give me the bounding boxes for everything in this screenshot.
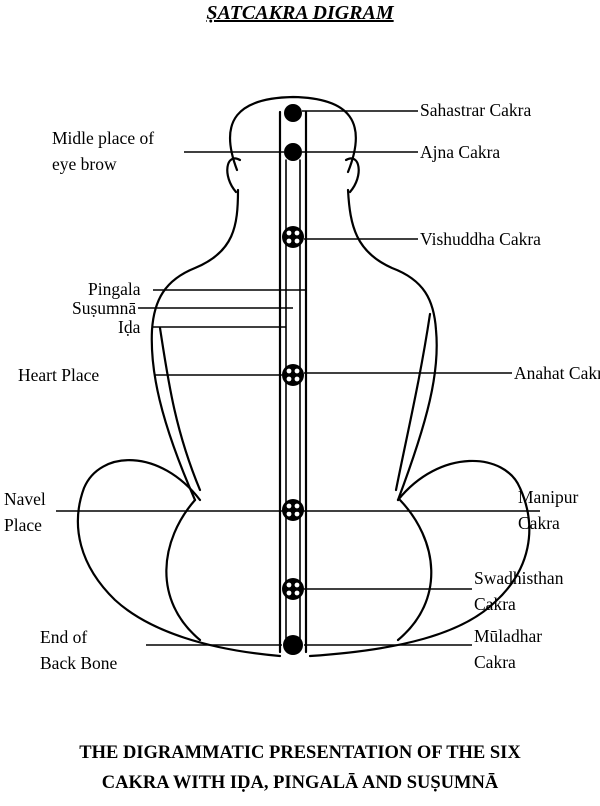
right-leg [308, 459, 531, 658]
ajna-chakra [284, 143, 302, 161]
vishuddha-chakra [282, 226, 304, 248]
label-anahat-cakra: Anahat Cakra [514, 363, 600, 383]
spine-outer [278, 110, 308, 654]
muladhar-chakra [283, 635, 303, 655]
anahat-chakra [282, 364, 304, 386]
right-arm-inner [394, 312, 432, 492]
label-susumna: Suṣumnā [72, 298, 137, 318]
label-pingala: Pingala [88, 279, 141, 299]
label-ida: Iḍa [118, 317, 141, 337]
label-heart-place: Heart Place [18, 365, 100, 385]
label-navel-place: Navel Place [4, 489, 46, 535]
label-muladhar-cakra: Mūladhar Cakra [474, 626, 543, 672]
body-outline-left [150, 188, 240, 502]
head-outline [228, 95, 357, 174]
label-vishuddha-cakra: Vishuddha Cakra [420, 229, 541, 249]
label-eyebrow-place: Midle place of eye brow [52, 128, 155, 174]
label-sahastrar-cakra: Sahastrar Cakra [420, 100, 532, 120]
left-leg [76, 459, 282, 658]
caption-line-2: CAKRA WITH IḌA, PINGALĀ AND SUṢUMNĀ [101, 773, 499, 793]
label-swadhisthan-cakra: Swadhisthan Cakra [474, 568, 564, 614]
left-arm-inner [158, 326, 202, 492]
label-manipur-cakra: Manipur Cakra [518, 487, 579, 533]
label-ajna-cakra: Ajna Cakra [420, 142, 501, 162]
right-ear [344, 157, 360, 194]
sahastrar-chakra [284, 104, 302, 122]
manipur-chakra [282, 499, 304, 521]
right-hip [396, 498, 433, 642]
swadhisthan-chakra [282, 578, 304, 600]
figure-caption: THE DIGRAMMATIC PRESENTATION OF THE SIX … [0, 738, 600, 798]
label-end-of-back-bone: End of Back Bone [40, 627, 118, 673]
diagram-title: ṢATCAKRA DIGRAM [206, 2, 394, 24]
caption-line-1: THE DIGRAMMATIC PRESENTATION OF THE SIX [79, 743, 521, 763]
left-ear [226, 157, 242, 194]
left-hip [165, 498, 202, 642]
